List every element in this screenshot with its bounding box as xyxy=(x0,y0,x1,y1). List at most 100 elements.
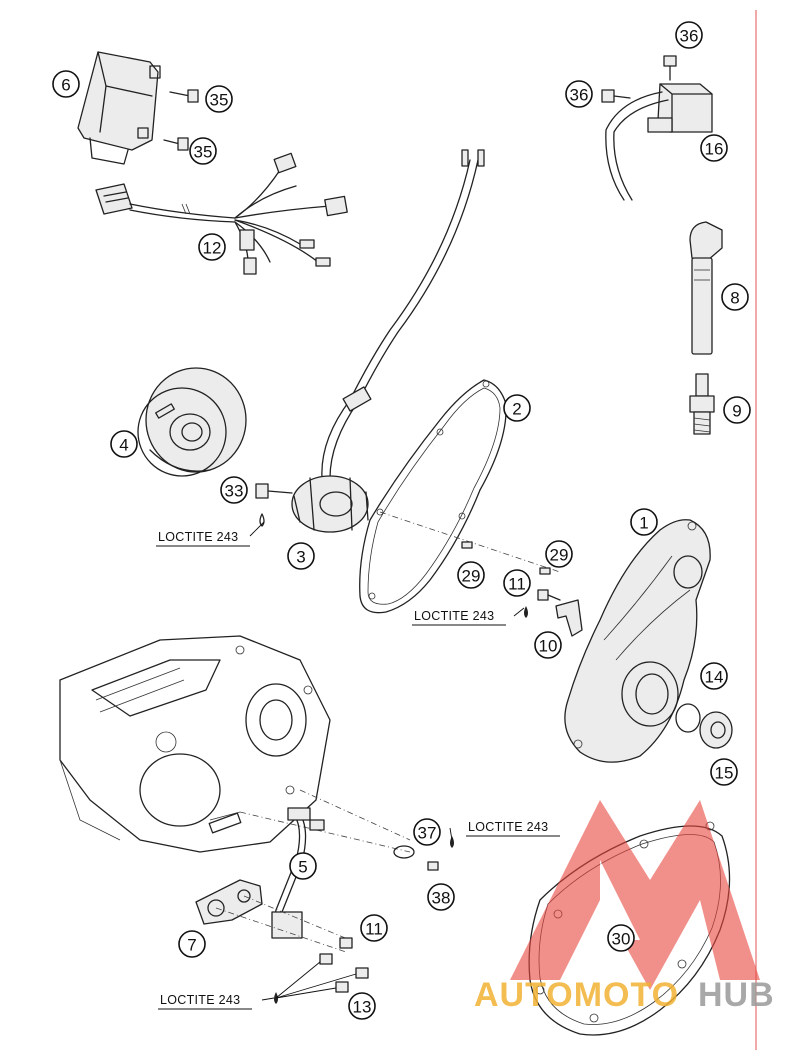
callout-c29b: 29 xyxy=(545,540,573,568)
callout-number: 15 xyxy=(715,764,734,783)
loctite-note-text: LOCTITE 243 xyxy=(468,820,548,834)
callout-number: 6 xyxy=(61,76,70,95)
callout-c6: 6 xyxy=(52,70,80,98)
callout-c35b: 35 xyxy=(189,137,217,165)
callout-circle xyxy=(220,476,248,504)
callout-circle xyxy=(534,631,562,659)
callout-number: 12 xyxy=(203,239,222,258)
callout-circle xyxy=(700,134,728,162)
callout-number: 4 xyxy=(119,436,128,455)
bolt-35-lower xyxy=(163,137,189,151)
callout-circle xyxy=(503,394,531,422)
bolt-33 xyxy=(255,483,293,527)
callout-number: 9 xyxy=(732,402,741,421)
callout-number: 36 xyxy=(680,27,699,46)
dowel-pin-29-b xyxy=(539,567,551,575)
callout-c12: 12 xyxy=(198,233,226,261)
callout-c35a: 35 xyxy=(205,85,233,113)
callout-number: 10 xyxy=(539,637,558,656)
callout-c7: 7 xyxy=(178,930,206,958)
bolt-36-left xyxy=(601,89,631,103)
callout-circle xyxy=(630,508,658,536)
callout-c4: 4 xyxy=(110,430,138,458)
callout-c5: 5 xyxy=(289,852,317,880)
callout-circle xyxy=(198,233,226,261)
callout-circle xyxy=(723,396,751,424)
callout-circle xyxy=(675,21,703,49)
callout-circle xyxy=(545,540,573,568)
sensor-bracket-7 xyxy=(195,879,263,925)
flywheel-rotor-part xyxy=(137,367,247,477)
watermark-logo-icon xyxy=(510,800,760,990)
callout-c2: 2 xyxy=(503,394,531,422)
callout-circle xyxy=(52,70,80,98)
watermark-text: AUTOMOTO HUB xyxy=(474,976,775,1014)
callout-c15: 15 xyxy=(710,758,738,786)
loctite-note-n1: LOCTITE 243 xyxy=(156,530,250,547)
callout-c11a: 11 xyxy=(503,569,531,597)
washer-37 xyxy=(393,845,415,859)
spark-plug-connector-part xyxy=(689,221,723,355)
callout-c29a: 29 xyxy=(457,561,485,589)
callout-circle xyxy=(110,430,138,458)
callout-c9: 9 xyxy=(723,396,751,424)
screw-11-upper xyxy=(524,589,561,618)
callout-c16: 16 xyxy=(700,134,728,162)
callout-circle xyxy=(189,137,217,165)
crankcase-part xyxy=(59,635,331,853)
callout-number: 37 xyxy=(418,824,437,843)
ignition-cover-gasket-part xyxy=(359,379,507,614)
ignition-cover-part xyxy=(564,519,711,763)
o-ring-14 xyxy=(675,703,701,733)
screw-11-lower xyxy=(339,937,353,949)
callout-circle xyxy=(700,662,728,690)
screw-38 xyxy=(427,836,454,871)
loctite-note-text: LOCTITE 243 xyxy=(158,530,238,544)
callout-circle xyxy=(413,818,441,846)
screw-plug-15 xyxy=(699,711,733,749)
callout-c37: 37 xyxy=(413,818,441,846)
callout-number: 11 xyxy=(365,920,383,939)
callout-circle xyxy=(710,758,738,786)
callout-number: 29 xyxy=(550,546,569,565)
watermark-word-1: AUTOMOTO xyxy=(474,976,679,1014)
callout-number: 13 xyxy=(353,998,372,1017)
callout-c3: 3 xyxy=(287,542,315,570)
callout-c33: 33 xyxy=(220,476,248,504)
callout-circle xyxy=(360,914,388,942)
loctite-note-n4: LOCTITE 243 xyxy=(158,993,252,1010)
bolt-35-upper xyxy=(169,89,199,103)
callout-c13: 13 xyxy=(348,992,376,1020)
callout-number: 11 xyxy=(508,575,526,594)
callout-number: 14 xyxy=(705,668,724,687)
callout-c30: 30 xyxy=(607,924,635,952)
callout-c11b: 11 xyxy=(360,914,388,942)
callout-circle xyxy=(503,569,531,597)
callout-c36a: 36 xyxy=(675,21,703,49)
watermark-word-2: HUB xyxy=(698,976,775,1014)
callout-circle xyxy=(178,930,206,958)
loctite-note-text: LOCTITE 243 xyxy=(414,609,494,623)
pulse-generator-part xyxy=(271,807,325,939)
callout-number: 30 xyxy=(612,930,631,949)
callout-circle xyxy=(427,883,455,911)
callout-circle xyxy=(289,852,317,880)
screws-13 xyxy=(274,953,369,1004)
callout-circle xyxy=(287,542,315,570)
ignition-coil-part xyxy=(605,83,713,201)
callout-circle xyxy=(607,924,635,952)
callout-circle xyxy=(721,283,749,311)
callout-number: 35 xyxy=(194,143,213,162)
callout-circle xyxy=(348,992,376,1020)
callout-number: 16 xyxy=(705,140,724,159)
callout-number: 7 xyxy=(187,936,196,955)
leader-lines xyxy=(249,521,525,1001)
callout-c1: 1 xyxy=(630,508,658,536)
callout-c14: 14 xyxy=(700,662,728,690)
callout-number: 33 xyxy=(225,482,244,501)
callout-circle xyxy=(457,561,485,589)
dowel-pin-29-a xyxy=(461,541,473,549)
bolt-36-upper xyxy=(663,55,677,81)
